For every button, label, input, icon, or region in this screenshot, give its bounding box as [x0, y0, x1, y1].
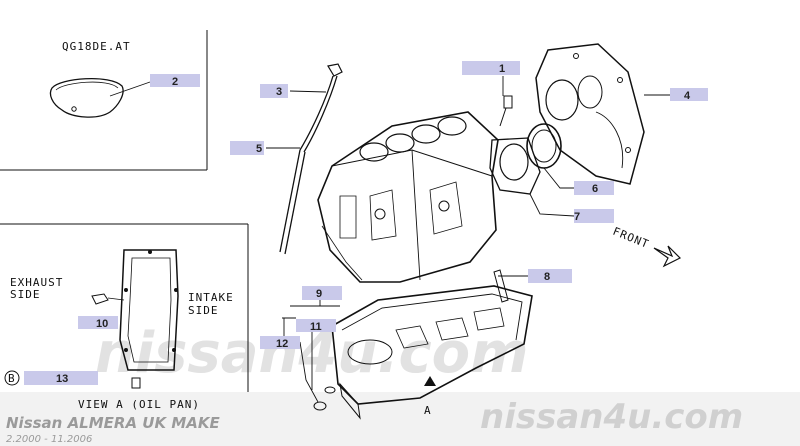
svg-text:8: 8: [544, 271, 550, 283]
oil-seal-parts: [489, 95, 562, 195]
footer-band: [0, 392, 800, 446]
drain-washer-part-12: [313, 401, 327, 411]
footer-model: Nissan ALMERA UK MAKE: [6, 414, 220, 432]
callout-1[interactable]: 1: [462, 61, 520, 75]
gasket-part-2: [49, 77, 124, 118]
engine-code-label: QG18DE.AT: [62, 40, 131, 53]
svg-text:6: 6: [592, 183, 598, 195]
oil-pan-bottom-view: [119, 249, 179, 371]
intake-label-1: INTAKE: [188, 291, 234, 304]
callout-4[interactable]: 4: [670, 88, 708, 102]
callout-10[interactable]: 10: [78, 316, 118, 330]
svg-text:11: 11: [310, 321, 322, 333]
svg-text:13: 13: [56, 373, 68, 385]
callout-11[interactable]: 11: [296, 319, 336, 333]
oil-pan-part-8: A: [313, 269, 533, 420]
view-a-arrow: [424, 376, 436, 386]
view-marker-circle: [4, 370, 20, 386]
rear-plate-part-4: [535, 43, 645, 185]
svg-text:1: 1: [499, 63, 505, 75]
inset-top-left: QG18DE.AT: [0, 30, 208, 171]
exhaust-label-1: EXHAUST: [10, 276, 63, 289]
callout-13[interactable]: 13: [24, 371, 98, 385]
front-arrow-icon: [653, 245, 682, 268]
callout-2[interactable]: 2: [150, 74, 200, 88]
callout-6[interactable]: 6: [574, 181, 614, 195]
front-indicator: FRONT: [611, 225, 682, 268]
callout-8[interactable]: 8: [528, 269, 572, 283]
callout-labels: 1 2 3 4 5 6 7 8: [24, 61, 708, 385]
watermark-corner: nissan4u.com: [480, 397, 743, 437]
bolt-part-13: [131, 377, 141, 389]
view-a-caption: VIEW A (OIL PAN): [78, 398, 200, 411]
dipstick-assembly: [279, 63, 343, 255]
svg-text:5: 5: [256, 143, 262, 155]
footer-dates: 2.2000 - 11.2006: [6, 434, 92, 445]
exhaust-label-2: SIDE: [10, 288, 41, 301]
svg-text:4: 4: [684, 90, 691, 102]
view-a-arrow-label: A: [424, 404, 432, 417]
drain-plug-part-11: [324, 386, 336, 394]
svg-text:10: 10: [96, 318, 108, 330]
svg-text:3: 3: [276, 86, 282, 98]
svg-text:7: 7: [574, 211, 580, 223]
bolt-part-1: [503, 95, 513, 109]
front-label: FRONT: [611, 225, 651, 251]
cylinder-block: [317, 111, 499, 283]
callout-12[interactable]: 12: [260, 336, 300, 350]
svg-text:9: 9: [316, 288, 322, 300]
callout-3[interactable]: 3: [260, 84, 288, 98]
svg-text:2: 2: [172, 76, 178, 88]
intake-label-2: SIDE: [188, 304, 219, 317]
svg-text:12: 12: [276, 338, 288, 350]
callout-5[interactable]: 5: [230, 141, 264, 155]
bolt-part-10: [91, 293, 109, 305]
view-marker-letter: B: [8, 372, 16, 385]
callout-9[interactable]: 9: [302, 286, 342, 300]
inset-view-a: EXHAUST SIDE INTAKE SIDE B VIEW A (OIL P…: [0, 223, 249, 411]
callout-7[interactable]: 7: [574, 209, 614, 223]
